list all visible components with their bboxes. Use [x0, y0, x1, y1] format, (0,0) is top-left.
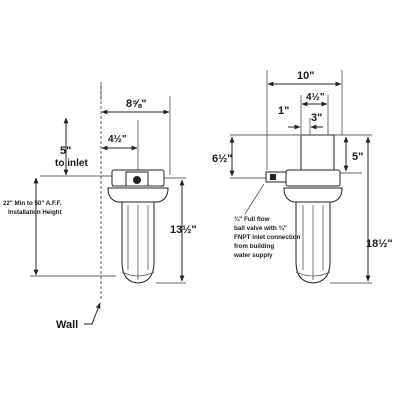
inlet-height-value: 5" [60, 145, 71, 157]
valve-note-line: ¾" Full flow [234, 215, 270, 223]
valve-handle-icon [270, 174, 276, 180]
valve-note-line: FNPT inlet connection [234, 234, 301, 241]
cap-height-dim: 5" [352, 151, 363, 163]
filter-head-side [285, 169, 341, 187]
sump-collar [107, 187, 169, 203]
mounting-bracket [300, 134, 335, 174]
inlet-port-icon [133, 176, 141, 184]
inner-width-dim: 3" [311, 112, 322, 124]
head-dim: 4½" [108, 134, 127, 145]
wall-leader [84, 302, 101, 325]
housing-height-dim: 13½" [170, 224, 197, 236]
valve-note-line: ball valve with ¾" [234, 224, 287, 232]
inlet-height-label: to inlet [55, 158, 88, 169]
valve-note-line: water supply [233, 252, 273, 259]
width-dim: 8⅝" [126, 98, 147, 110]
overall-height-dim: 18½" [366, 238, 393, 250]
front-view: 8⅝" 4½" 5" to inlet 22" Min to 50" A.F.F… [3, 82, 197, 331]
overall-width-dim: 10" [297, 70, 314, 82]
install-height-line2: Installation Height [8, 209, 62, 216]
bracket-width-dim: 4½" [306, 92, 325, 103]
side-view: 10" 4½" 1" 3" 6½" 5" [212, 70, 393, 284]
valve-note: ¾" Full flow ball valve with ¾" FNPT inl… [233, 215, 302, 259]
valve-note-line: from building [234, 243, 274, 250]
wall-label: Wall [56, 319, 78, 331]
sump-collar-side [283, 187, 343, 203]
cage-ring [121, 271, 155, 277]
install-height-line1: 22" Min to 50" A.F.F. [3, 200, 62, 207]
cage-ring [295, 271, 331, 277]
bracket-height-dim: 6½" [212, 153, 233, 165]
valve-note-leader [244, 183, 265, 215]
offset-dim: 1" [278, 105, 289, 117]
